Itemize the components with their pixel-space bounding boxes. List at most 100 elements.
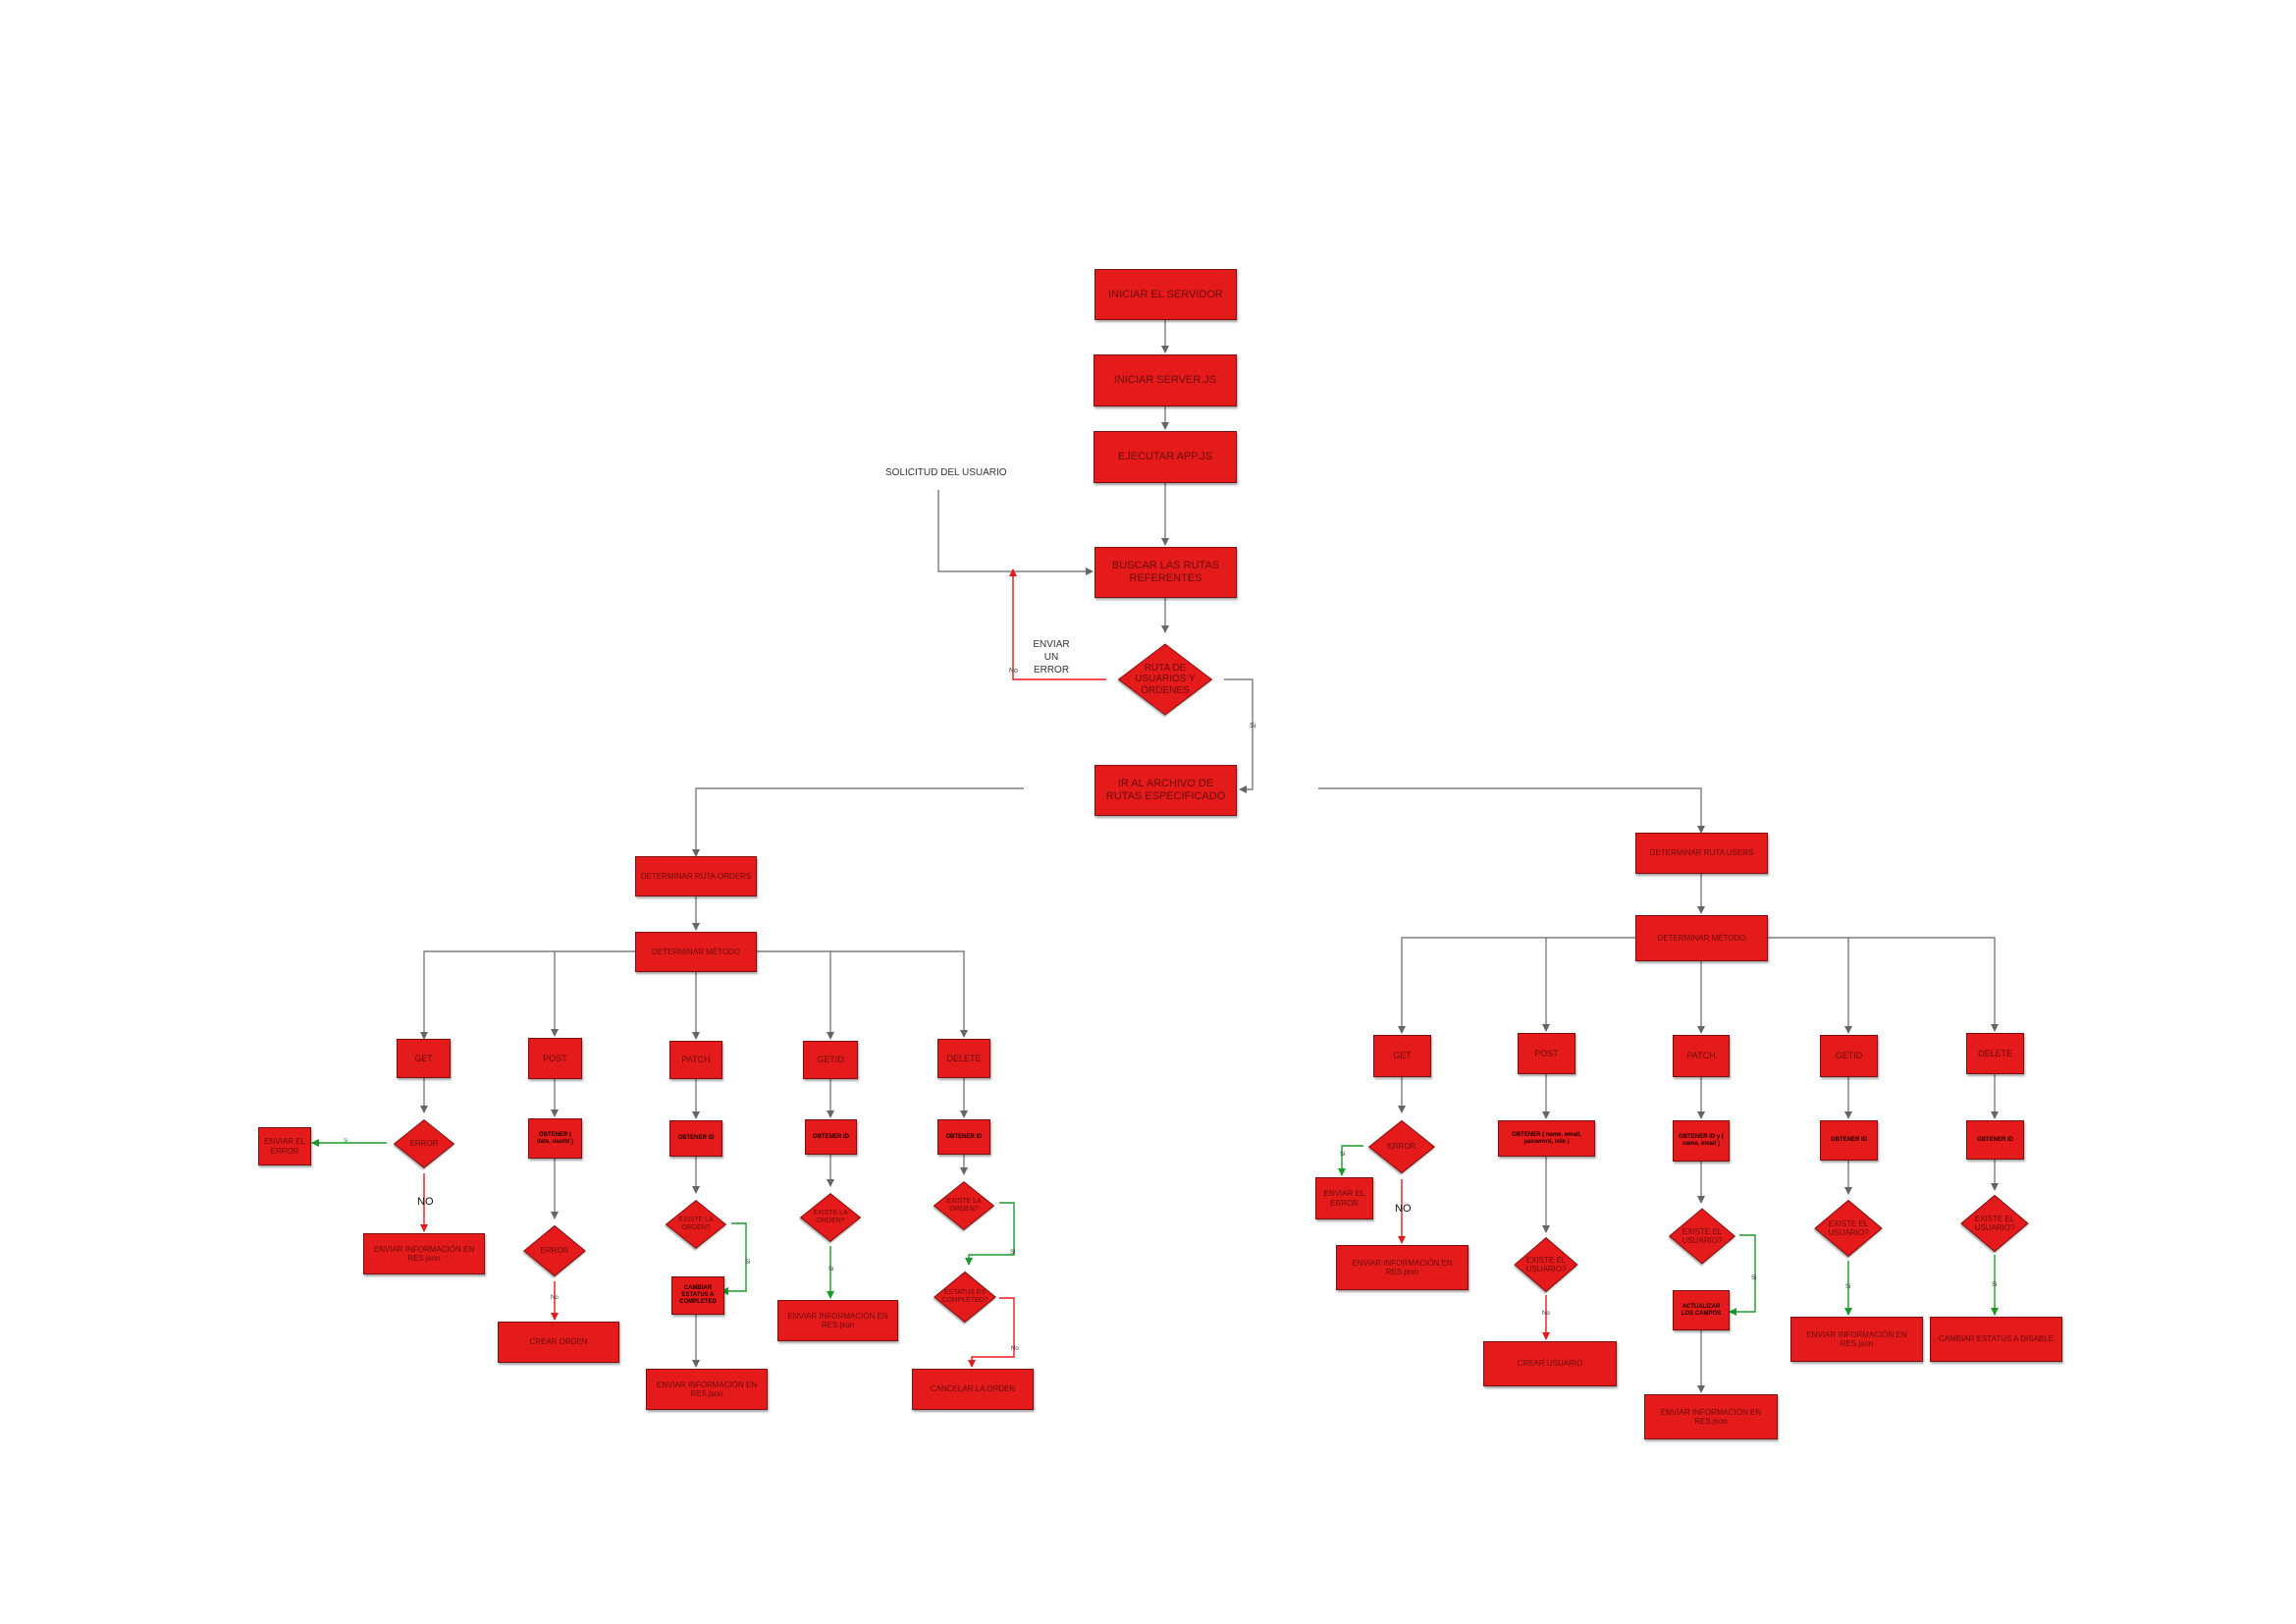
node-right-obtener-patch: OBTENER ID y ( name, email ) <box>1673 1120 1730 1162</box>
label-right-delete-si: Si <box>1992 1282 1998 1288</box>
node-right-actualizar: ACTUALIZAR LOS CAMPOS <box>1673 1290 1730 1330</box>
decision-left-post-error: ERROR <box>517 1220 592 1281</box>
decision-left-get-error: ERROR <box>387 1114 461 1173</box>
node-right-enviar-info-patch: ENVIAR INFORMACIÓN EN RES.json <box>1644 1394 1778 1439</box>
node-right-post: POST <box>1518 1033 1575 1074</box>
node-left-post: POST <box>528 1038 582 1079</box>
label-right-getid-si: Si <box>1845 1284 1851 1290</box>
decision-left-existe-orden-getid: EXISTE LA ORDEN? <box>793 1188 868 1247</box>
decision-right-existe-usuario-getid: EXISTE EL USUARIO? <box>1807 1196 1890 1261</box>
label-left-delete-si: Si <box>1010 1250 1016 1256</box>
decision-right-existe-usuario-post: EXISTE EL USUARIO? <box>1505 1234 1587 1295</box>
label-solicitud-usuario: SOLICITUD DEL USUARIO <box>885 467 1007 478</box>
decision-right-existe-getid-label: EXISTE EL USUARIO? <box>1828 1218 1869 1237</box>
node-left-obtener-post: OBTENER ( date, userId ) <box>528 1118 582 1159</box>
decision-right-existe-usuario-patch: EXISTE EL USUARIO? <box>1661 1205 1743 1268</box>
node-right-enviar-info-get: ENVIAR INFORMACIÓN EN RES.json <box>1336 1245 1468 1290</box>
label-right-get-no: NO <box>1395 1203 1412 1215</box>
node-left-enviar-error: ENVIAR EL ERROR <box>258 1127 311 1165</box>
decision-ruta-label: RUTA DE USUARIOS Y ÓRDENES <box>1135 662 1196 696</box>
edge-split-right <box>1318 787 1705 834</box>
decision-left-completed-label: ESTATUS ES COMPLETED? <box>941 1288 988 1304</box>
node-right-crear-usuario: CREAR USUARIO <box>1483 1341 1617 1386</box>
decision-right-existe-delete-label: EXISTE EL USUARIO? <box>1974 1214 2015 1232</box>
node-left-obtener-delete: OBTENER ID <box>937 1119 990 1155</box>
decision-left-existe-patch-label: EXISTE LA ORDEN? <box>678 1216 714 1231</box>
label-right-patch-si: Si <box>1751 1275 1757 1281</box>
node-left-delete: DELETE <box>937 1039 990 1078</box>
node-left-patch: PATCH <box>669 1041 722 1079</box>
node-ejecutar-appjs: EJECUTAR APP.JS <box>1094 431 1237 483</box>
edge-left-metodo-bus <box>420 950 635 1040</box>
edge-right-error-si <box>1338 1145 1363 1176</box>
node-left-enviar-info-getid: ENVIAR INFORMACIÓN EN RES.json <box>777 1300 898 1341</box>
node-right-delete: DELETE <box>1966 1033 2024 1074</box>
label-left-get-si: Si <box>344 1138 348 1144</box>
node-iniciar-serverjs: INICIAR SERVER.JS <box>1094 354 1237 406</box>
label-right-post-no: No <box>1542 1311 1550 1317</box>
node-left-cancelar-orden: CANCELAR LA ORDEN <box>912 1369 1034 1410</box>
decision-left-existe-orden-delete: EXISTE LA ORDEN? <box>927 1176 1001 1235</box>
node-left-get: GET <box>397 1039 451 1078</box>
node-right-obtener-getid: OBTENER ID <box>1820 1120 1878 1161</box>
node-right-determinar-metodo: DETERMINAR MÉTODO <box>1635 915 1768 961</box>
node-ir-archivo-rutas: IR AL ARCHIVO DE RUTAS ESPECIFICADO <box>1095 765 1237 816</box>
node-left-getid: GETID <box>803 1041 858 1079</box>
edge-right-metodo-delete <box>1848 937 1999 1032</box>
edge-left-existe-si <box>721 1222 747 1295</box>
decision-left-existe-getid-label: EXISTE LA ORDEN? <box>813 1209 848 1224</box>
node-right-obtener-delete: OBTENER ID <box>1966 1120 2024 1160</box>
decision-left-get-error-label: ERROR <box>409 1139 439 1149</box>
node-left-crear-orden: CREAR ORDEN <box>498 1322 619 1363</box>
edge-left-bus-delete <box>830 950 968 1038</box>
edge-left-bus-getid <box>757 950 834 1040</box>
edge-right-metodo-get <box>1398 937 1635 1034</box>
node-right-enviar-info-getid: ENVIAR INFORMACIÓN EN RES.json <box>1790 1317 1923 1362</box>
edge-left-delexiste-si <box>965 1202 1015 1266</box>
edge-split-left <box>692 787 1024 857</box>
node-left-obtener-getid: OBTENER ID <box>805 1119 857 1155</box>
decision-right-get-error-label: ERROR <box>1387 1142 1416 1152</box>
label-no-top: No <box>1009 668 1018 675</box>
decision-left-existe-orden-patch: EXISTE LA ORDEN? <box>659 1195 733 1254</box>
decision-right-existe-patch-label: EXISTE EL USUARIO? <box>1682 1226 1723 1245</box>
label-left-post-no: No <box>551 1295 559 1301</box>
node-right-cambiar-estatus: CAMBIAR ESTATUS A DISABLE <box>1930 1317 2062 1362</box>
edge-solicitud-buscar <box>937 490 1094 575</box>
node-right-determinar-ruta: DETERMINAR RUTA USERS <box>1635 833 1768 874</box>
node-left-cambiar-estatus: CAMBIAR ESTATUS A COMPLETED <box>671 1276 724 1315</box>
node-right-enviar-error: ENVIAR EL ERROR <box>1315 1177 1373 1219</box>
node-left-determinar-metodo: DETERMINAR MÉTODO <box>635 932 757 972</box>
edge-decision-no <box>1009 568 1106 680</box>
decision-left-estatus-completed: ESTATUS ES COMPLETED? <box>928 1267 1002 1327</box>
node-right-patch: PATCH <box>1673 1035 1730 1077</box>
label-si-top: Si <box>1250 723 1256 730</box>
node-buscar-rutas: BUSCAR LAS RUTAS REFERENTES <box>1095 547 1237 598</box>
edge-left-completed-no <box>968 1297 1015 1368</box>
node-left-enviar-info-patch: ENVIAR INFORMACIÓN EN RES.json <box>646 1369 768 1410</box>
node-right-obtener-post: OBTENER ( name, email, password, role ) <box>1498 1120 1595 1157</box>
decision-ruta-usuarios-ordenes: RUTA DE USUARIOS Y ÓRDENES <box>1106 634 1224 725</box>
edge-right-metodo-getid <box>1766 937 1852 1034</box>
node-right-get: GET <box>1373 1035 1431 1077</box>
label-left-patch-si: Si <box>745 1260 751 1266</box>
node-left-enviar-info-get: ENVIAR INFORMACIÓN EN RES.json <box>363 1233 485 1274</box>
node-left-obtener-patch: OBTENER ID <box>669 1120 722 1157</box>
edge-right-patchexiste-si <box>1729 1234 1756 1316</box>
node-left-determinar-ruta: DETERMINAR RUTA ORDERS <box>635 856 757 896</box>
label-left-delete-no: No <box>1011 1346 1019 1352</box>
decision-right-existe-post-label: EXISTE EL USUARIO? <box>1525 1255 1567 1273</box>
decision-left-post-error-label: ERROR <box>540 1246 569 1256</box>
label-right-get-si: Si <box>1340 1152 1346 1158</box>
label-left-get-no: NO <box>417 1196 434 1208</box>
label-enviar-error: ENVIAR UN ERROR <box>1033 639 1070 676</box>
node-iniciar-servidor: INICIAR EL SERVIDOR <box>1095 269 1237 320</box>
label-left-getid-si: Si <box>828 1267 834 1272</box>
decision-right-existe-usuario-delete: EXISTE EL USUARIO? <box>1953 1192 2036 1255</box>
decision-right-get-error: ERROR <box>1361 1114 1443 1179</box>
node-right-getid: GETID <box>1820 1035 1878 1077</box>
edge-decision-si <box>1224 678 1254 793</box>
decision-left-existe-delete-label: EXISTE LA ORDEN? <box>946 1197 982 1213</box>
